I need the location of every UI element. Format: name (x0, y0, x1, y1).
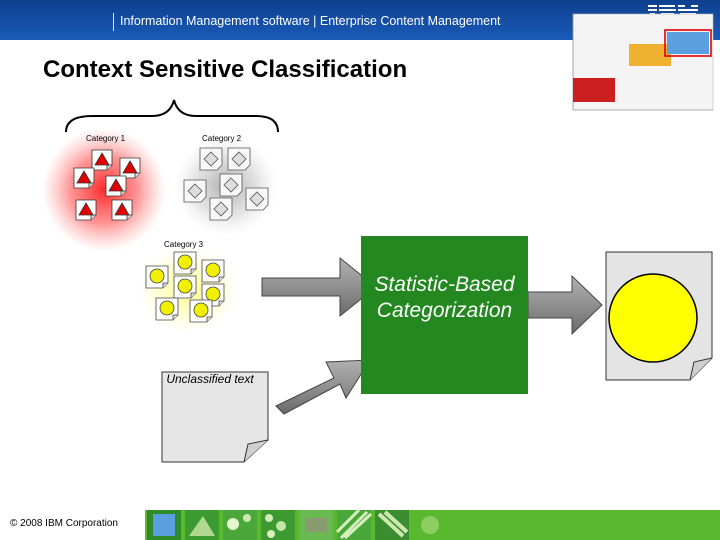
unclassified-document-icon (161, 371, 269, 463)
category-3-documents (145, 251, 225, 323)
arrow-icon (275, 359, 371, 415)
category-1-glow (42, 128, 166, 252)
category-1-label: Category 1 (86, 134, 126, 143)
category-2-documents (183, 147, 269, 221)
footer-image-strip (147, 510, 447, 540)
arrow-icon (527, 274, 603, 336)
brace-icon (65, 99, 279, 133)
category-1-documents (73, 149, 141, 221)
arrow-icon (261, 256, 377, 318)
category-3-label: Category 3 (164, 240, 204, 249)
slide-title: Context Sensitive Classification (43, 56, 408, 83)
footer-copyright: © 2008 IBM Corporation (10, 518, 118, 529)
header-text: Information Management software | Enterp… (120, 14, 501, 28)
header-separator (113, 13, 114, 31)
process-box (361, 236, 528, 394)
unclassified-label: Unclassified text (166, 372, 254, 386)
footer-left-panel (0, 510, 145, 540)
output-document-icon (605, 251, 713, 381)
category-2-label: Category 2 (202, 134, 242, 143)
process-label: Statistic-Based Categorization (374, 273, 515, 322)
classification-matrix-thumbnail (572, 13, 714, 111)
